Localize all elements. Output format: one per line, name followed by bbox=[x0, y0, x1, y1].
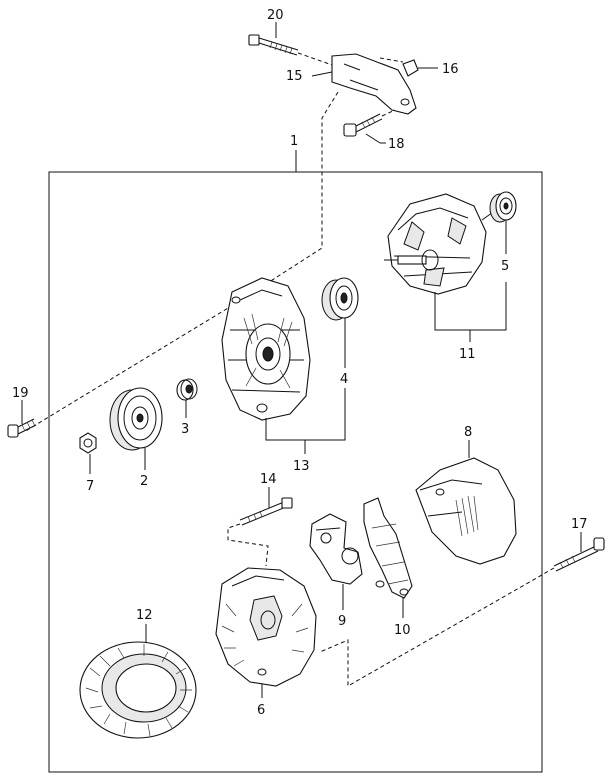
callout-12[interactable]: 12 bbox=[136, 608, 153, 623]
bracket-15[interactable] bbox=[331, 53, 417, 115]
bolt-17[interactable] bbox=[553, 537, 605, 572]
callout-10[interactable]: 10 bbox=[394, 623, 411, 638]
clip-16[interactable] bbox=[402, 59, 419, 77]
callout-14[interactable]: 14 bbox=[260, 472, 277, 487]
nut-7[interactable] bbox=[79, 432, 97, 454]
bearing-4[interactable] bbox=[321, 277, 359, 321]
rear-housing-6[interactable] bbox=[215, 567, 317, 687]
rectifier-10[interactable] bbox=[363, 497, 413, 599]
rear-cover-8[interactable] bbox=[415, 457, 517, 565]
callout-8[interactable]: 8 bbox=[464, 425, 472, 440]
callout-6[interactable]: 6 bbox=[257, 703, 265, 718]
callout-7[interactable]: 7 bbox=[86, 479, 94, 494]
callout-17[interactable]: 17 bbox=[571, 517, 588, 532]
callout-2[interactable]: 2 bbox=[140, 474, 148, 489]
callout-4[interactable]: 4 bbox=[340, 372, 348, 387]
bearing-5[interactable] bbox=[489, 191, 517, 223]
rotor-11[interactable] bbox=[384, 193, 497, 295]
callout-1[interactable]: 1 bbox=[290, 134, 298, 149]
callout-3[interactable]: 3 bbox=[181, 422, 189, 437]
pulley-2[interactable] bbox=[109, 387, 163, 451]
regulator-9[interactable] bbox=[309, 513, 363, 585]
front-housing-13[interactable] bbox=[221, 277, 311, 421]
callout-11[interactable]: 11 bbox=[459, 347, 476, 362]
callout-18[interactable]: 18 bbox=[388, 137, 405, 152]
callout-16[interactable]: 16 bbox=[442, 62, 459, 77]
callout-15[interactable]: 15 bbox=[286, 69, 303, 84]
callout-9[interactable]: 9 bbox=[338, 614, 346, 629]
bolt-18[interactable] bbox=[343, 113, 383, 137]
bolt-20[interactable] bbox=[248, 34, 299, 56]
bolt-14[interactable] bbox=[239, 497, 293, 526]
spacer-3[interactable] bbox=[176, 378, 198, 401]
callout-13[interactable]: 13 bbox=[293, 459, 310, 474]
callout-20[interactable]: 20 bbox=[267, 8, 284, 23]
stator-12[interactable] bbox=[79, 641, 197, 739]
bolt-19[interactable] bbox=[7, 418, 37, 438]
callout-5[interactable]: 5 bbox=[501, 259, 509, 274]
callout-19[interactable]: 19 bbox=[12, 386, 29, 401]
